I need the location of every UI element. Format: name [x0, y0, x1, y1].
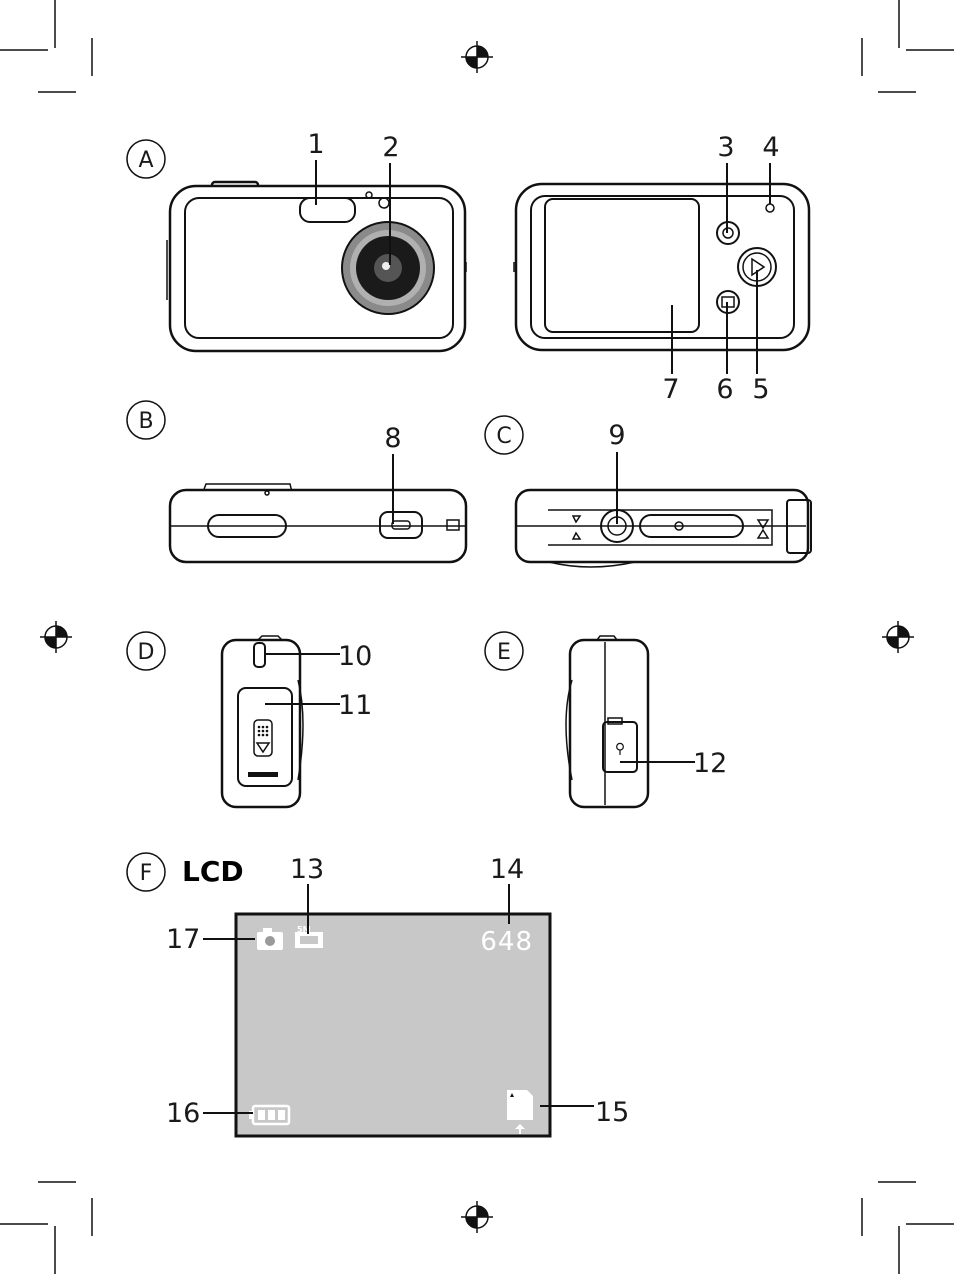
- svg-text:C: C: [496, 424, 511, 449]
- shot-count: 648: [480, 927, 533, 957]
- registration-mark-icon: [461, 1201, 493, 1233]
- svg-text:5M: 5M: [297, 925, 311, 934]
- callout-12: 12: [693, 748, 727, 779]
- lcd-screen-icon: [544, 198, 700, 333]
- lcd-title: LCD: [182, 855, 244, 888]
- callout-3: 3: [717, 132, 734, 163]
- shutter-button-top-icon: [379, 511, 423, 539]
- svg-text:E: E: [497, 640, 511, 665]
- camera-bottom-view: [514, 488, 812, 568]
- usb-port-cover-icon: [602, 721, 638, 773]
- callout-1: 1: [307, 129, 324, 160]
- callout-5: 5: [752, 374, 769, 405]
- section-label-e: E: [484, 631, 524, 671]
- lcd-display: 5M 648: [234, 912, 552, 1138]
- svg-text:A: A: [138, 148, 153, 173]
- battery-door-icon: [237, 687, 293, 787]
- registration-mark-icon: [40, 621, 72, 653]
- callout-11: 11: [338, 690, 372, 721]
- resolution-icon: 5M: [295, 925, 323, 948]
- callout-17: 17: [166, 924, 200, 955]
- svg-text:D: D: [138, 640, 155, 665]
- callout-15: 15: [595, 1097, 629, 1128]
- registration-mark-icon: [461, 41, 493, 73]
- callout-10: 10: [338, 641, 372, 672]
- camera-right-side-view: ⚲: [565, 635, 650, 809]
- camera-front-view: [166, 180, 467, 353]
- callout-2: 2: [382, 132, 399, 163]
- callout-7: 7: [662, 374, 679, 405]
- callout-4: 4: [762, 132, 779, 163]
- callout-14: 14: [490, 854, 524, 885]
- callout-8: 8: [384, 423, 401, 454]
- callout-6: 6: [716, 374, 733, 405]
- section-label-d: D: [126, 631, 166, 671]
- battery-icon: [249, 1104, 291, 1126]
- lens-icon: [341, 221, 435, 315]
- callout-9: 9: [608, 420, 625, 451]
- svg-text:F: F: [140, 861, 153, 886]
- section-label-c: C: [484, 415, 524, 455]
- callout-16: 16: [166, 1098, 200, 1129]
- camera-top-view: [168, 483, 468, 564]
- flash-icon: [299, 197, 356, 223]
- section-label-b: B: [126, 400, 166, 440]
- usb-icon: ⚲: [615, 741, 625, 757]
- section-label-f: F: [126, 852, 166, 892]
- section-label-a: A: [126, 139, 166, 179]
- registration-mark-icon: [882, 621, 914, 653]
- camera-left-side-view: [220, 635, 304, 809]
- svg-text:B: B: [138, 409, 153, 434]
- sd-card-icon: [507, 1090, 533, 1134]
- callout-13: 13: [290, 854, 324, 885]
- callout-numbers: 1 2 3 4 5 6 7 8 9 10 11 12 13 14 15 16 1…: [166, 129, 780, 1129]
- leader-lines: [203, 160, 771, 1114]
- camera-back-view: [513, 182, 811, 352]
- camera-icon: [257, 928, 283, 950]
